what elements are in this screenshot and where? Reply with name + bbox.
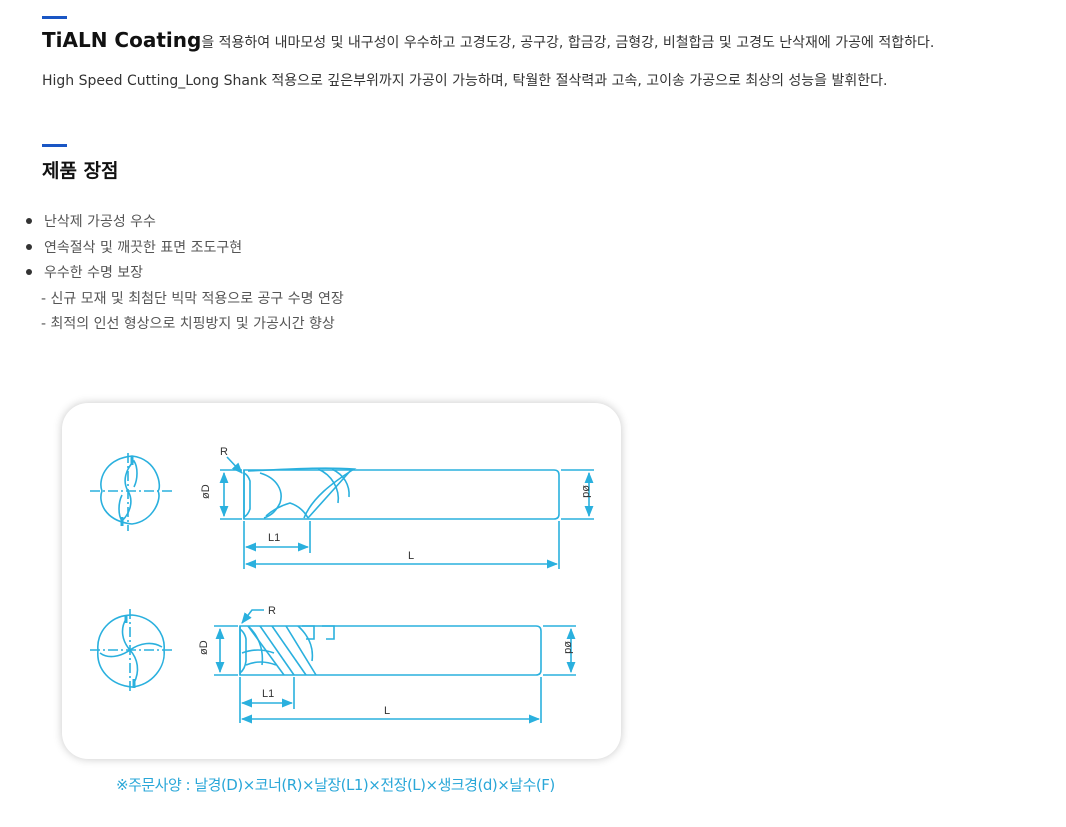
label-R: R <box>220 446 228 458</box>
label-od: ød <box>562 641 574 654</box>
list-item: 연속절삭 및 깨끗한 표면 조도구현 <box>26 236 344 262</box>
list-item: 우수한 수명 보장 <box>26 261 344 287</box>
side-view-4-flute: R øD ød L1 L <box>198 605 576 724</box>
intro-line-1: TiALN Coating을 적용하여 내마모성 및 내구성이 우수하고 고경도… <box>42 28 934 52</box>
end-view-4-flute <box>90 609 174 691</box>
label-L: L <box>408 550 414 562</box>
sub-list-item: - 신규 모재 및 최첨단 빅막 적용으로 공구 수명 연장 <box>41 290 344 307</box>
tool-diagram-card: R øD ød L1 L <box>62 403 621 759</box>
section-accent-bar <box>42 144 67 147</box>
label-L1: L1 <box>268 532 280 544</box>
order-spec-note: ※주문사양 : 날경(D)×코너(R)×날장(L1)×전장(L)×생크경(d)×… <box>116 776 555 794</box>
section-accent-bar <box>42 16 67 19</box>
coating-name: TiALN Coating <box>42 28 202 52</box>
intro-line-2: High Speed Cutting_Long Shank 적용으로 깊은부위까… <box>42 73 888 89</box>
label-oD: øD <box>200 484 212 499</box>
section-title: 제품 장점 <box>42 160 119 182</box>
label-od: ød <box>580 485 592 498</box>
label-oD: øD <box>198 640 210 655</box>
advantages-list: 난삭제 가공성 우수 연속절삭 및 깨끗한 표면 조도구현 우수한 수명 보장 … <box>26 210 344 338</box>
label-L: L <box>384 705 390 717</box>
side-view-2-flute: R øD ød L1 L <box>200 446 594 569</box>
list-item: 난삭제 가공성 우수 <box>26 210 344 236</box>
end-view-2-flute <box>90 453 174 531</box>
sub-list-item: - 최적의 인선 형상으로 치핑방지 및 가공시간 향상 <box>41 316 335 332</box>
label-R: R <box>268 605 276 617</box>
label-L1: L1 <box>262 688 274 700</box>
intro-line-1-text: 을 적용하여 내마모성 및 내구성이 우수하고 고경도강, 공구강, 합금강, … <box>201 35 935 51</box>
end-mill-diagram: R øD ød L1 L <box>90 446 594 724</box>
